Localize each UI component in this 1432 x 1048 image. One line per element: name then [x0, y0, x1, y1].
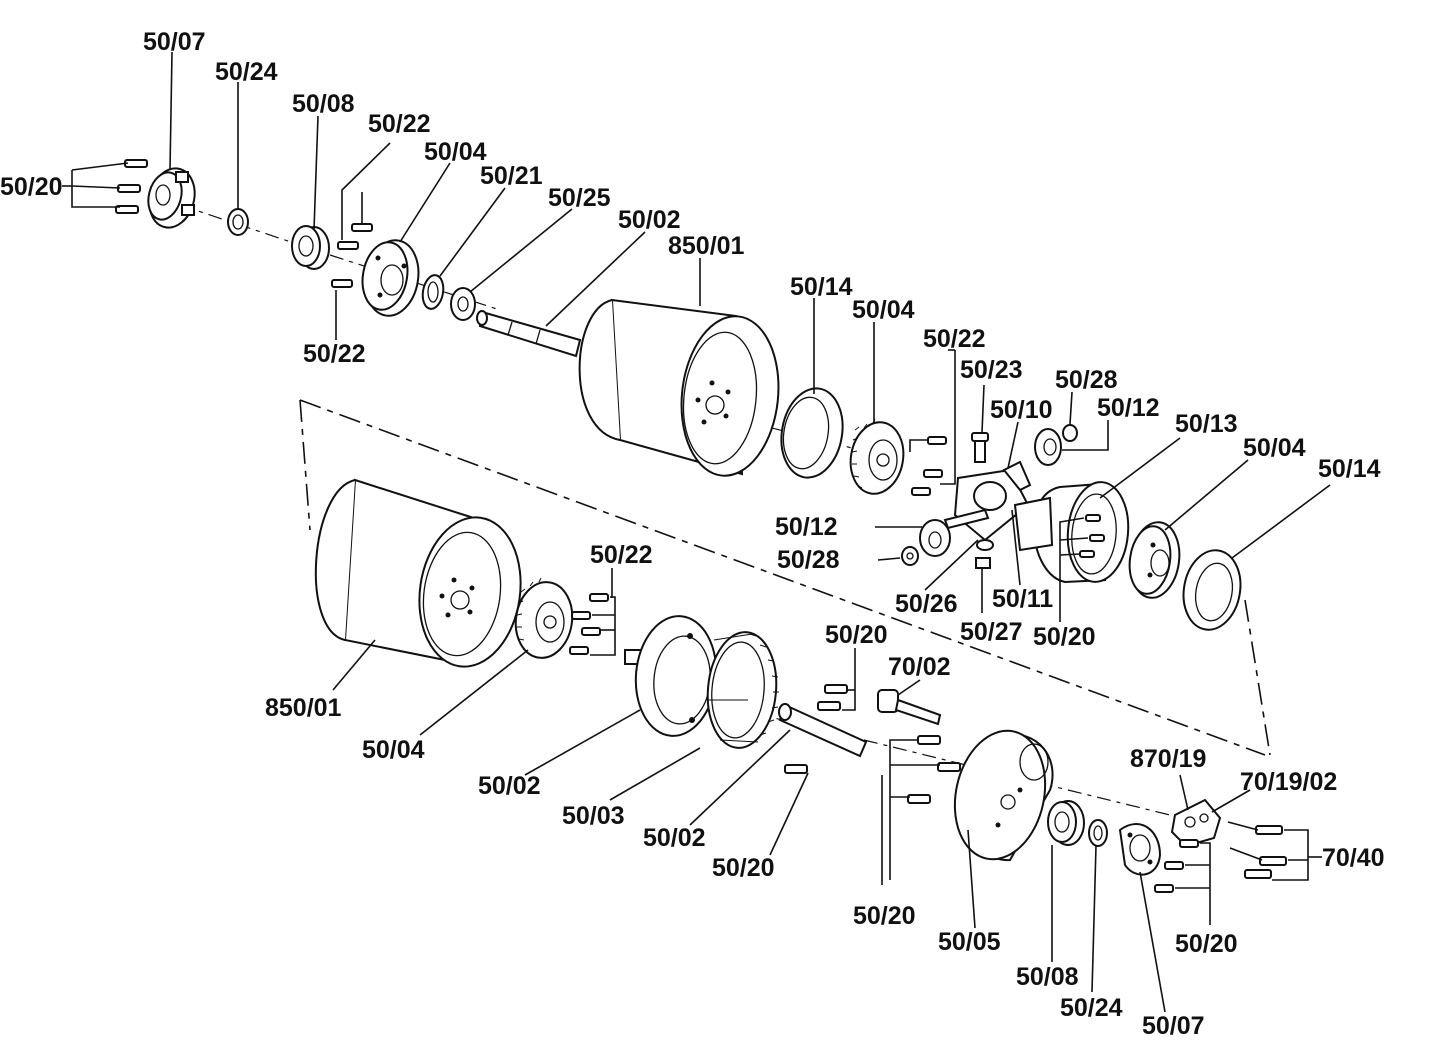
washer-bottom	[1088, 819, 1108, 847]
label-50-27: 50/27	[960, 618, 1023, 646]
screws-50-20-top	[62, 159, 148, 214]
label-50-12-a: 50/12	[1097, 394, 1160, 422]
label-50-24-top: 50/24	[215, 58, 278, 86]
spacer-disk	[450, 287, 476, 321]
label-70-19-02: 70/19/02	[1240, 768, 1337, 796]
flange-right	[1128, 521, 1181, 599]
screws-50-20-cover	[889, 735, 961, 880]
label-50-10: 50/10	[990, 396, 1053, 424]
screws-50-22-top	[331, 223, 373, 288]
gear-housing	[1013, 481, 1130, 584]
label-50-02-b: 50/02	[478, 772, 541, 800]
label-50-20-e: 50/20	[853, 902, 916, 930]
label-50-04-d: 50/04	[362, 736, 425, 764]
label-50-04-b: 50/04	[852, 296, 915, 324]
label-50-07-b: 50/07	[1142, 1012, 1205, 1040]
label-50-02-c: 50/02	[643, 824, 706, 852]
label-870-19: 870/19	[1130, 745, 1206, 773]
screws-50-22-lower	[569, 593, 616, 656]
label-50-05: 50/05	[938, 928, 1001, 956]
label-50-22-c: 50/22	[923, 325, 986, 353]
screws-50-20-lower-mid	[784, 684, 848, 774]
part-labels: 50/07 50/24 50/08 50/22 50/04 50/21 50/2…	[0, 28, 1385, 1040]
cover-plate	[953, 729, 1054, 862]
label-50-11: 50/11	[992, 585, 1053, 613]
label-50-28-b: 50/28	[777, 546, 840, 574]
label-50-28-a: 50/28	[1055, 366, 1118, 394]
label-50-20-c: 50/20	[712, 854, 775, 882]
label-50-26: 50/26	[895, 590, 958, 618]
mounting-bracket	[1170, 798, 1222, 848]
pin-and-nut	[943, 508, 994, 569]
drum-top	[578, 298, 780, 477]
shaft-lower	[778, 703, 868, 758]
label-50-04-a: 50/04	[424, 138, 487, 166]
end-cap-bottom	[1118, 823, 1162, 876]
seal-ring-right	[1182, 549, 1242, 631]
label-850-01-b: 850/01	[265, 694, 342, 722]
bevel-gear-lower	[901, 519, 951, 566]
label-50-20-b: 50/20	[1033, 623, 1096, 651]
label-50-25: 50/25	[548, 184, 611, 212]
label-50-22-d: 50/22	[590, 541, 653, 569]
shaft-top	[476, 310, 582, 358]
end-cap-top	[147, 167, 196, 229]
screws-70-40	[1227, 821, 1322, 881]
label-50-21: 50/21	[480, 162, 543, 190]
label-50-14-b: 50/14	[1318, 455, 1381, 483]
label-70-02: 70/02	[888, 653, 951, 681]
gear-bearing-upper	[849, 418, 905, 495]
label-50-20-f: 50/20	[1175, 930, 1238, 958]
label-50-03: 50/03	[562, 802, 625, 830]
label-50-12-b: 50/12	[775, 513, 838, 541]
label-50-23: 50/23	[960, 356, 1023, 384]
gear-bearing-lower	[514, 577, 574, 659]
label-50-22-a: 50/22	[368, 110, 431, 138]
bearing-bottom	[1047, 800, 1085, 846]
retaining-ring	[421, 274, 445, 310]
label-50-08-top: 50/08	[292, 90, 355, 118]
motor-housing-lower	[624, 615, 718, 737]
label-50-04-c: 50/04	[1243, 434, 1306, 462]
label-50-07-top: 50/07	[143, 28, 206, 56]
leader-lines	[169, 51, 1331, 1013]
bevel-gear-upper	[1034, 424, 1078, 466]
label-50-14-a: 50/14	[790, 273, 853, 301]
pinion	[877, 689, 942, 726]
label-50-20-a: 50/20	[0, 173, 63, 201]
washer-top	[227, 208, 249, 236]
ring-gear	[706, 631, 779, 749]
label-70-40: 70/40	[1322, 844, 1385, 872]
label-50-08-b: 50/08	[1016, 963, 1079, 991]
label-50-02-a: 50/02	[618, 206, 681, 234]
label-50-13: 50/13	[1175, 410, 1238, 438]
seal-ring-upper-left	[780, 387, 844, 479]
screws-50-20-bracket	[1154, 839, 1211, 925]
label-850-01-a: 850/01	[668, 232, 745, 260]
label-50-20-d: 50/20	[825, 621, 888, 649]
label-50-22-b: 50/22	[303, 340, 366, 368]
screws-50-22-mid	[909, 436, 947, 496]
bearing-top	[291, 225, 330, 270]
drum-bottom	[314, 478, 522, 668]
flange-top	[361, 239, 420, 317]
label-50-24-b: 50/24	[1060, 994, 1123, 1022]
